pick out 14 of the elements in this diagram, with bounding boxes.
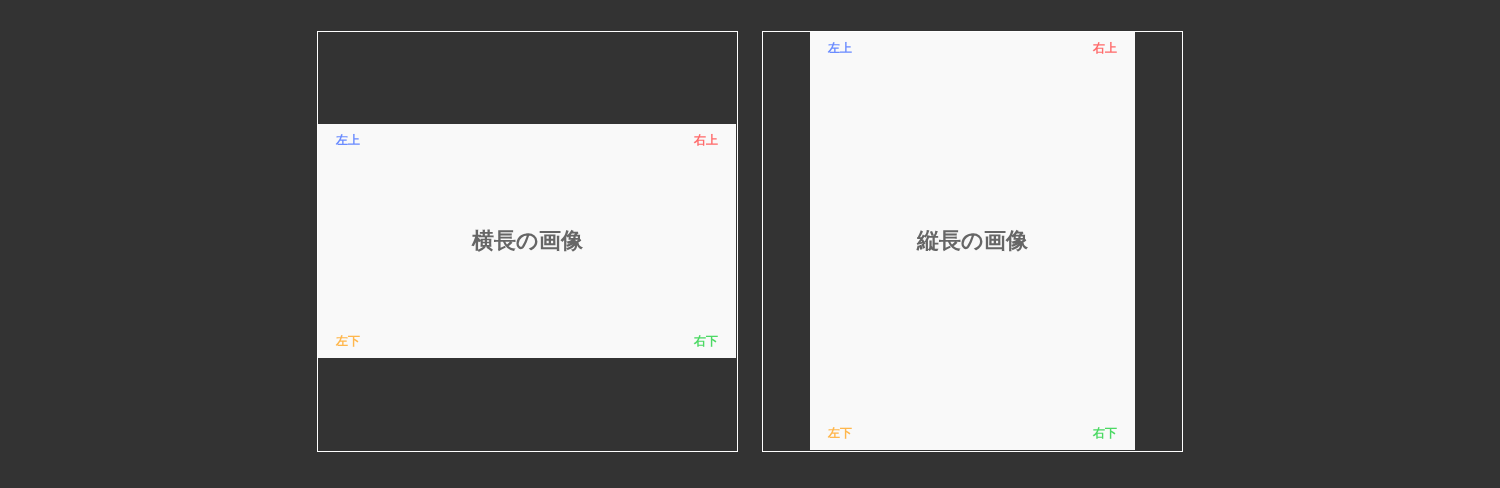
portrait-image — [810, 32, 1135, 450]
corner-label: 左上 — [336, 132, 360, 149]
corner-label: 右下 — [694, 333, 718, 350]
corner-label: 右下 — [1093, 425, 1117, 442]
image-frame — [317, 31, 738, 452]
image-title: 横長の画像 — [471, 227, 583, 255]
corner-label: 右上 — [694, 132, 718, 149]
corner-label: 左下 — [336, 333, 360, 350]
corner-label: 左下 — [828, 425, 852, 442]
image-title: 縦長の画像 — [917, 227, 1028, 255]
corner-label: 左上 — [828, 40, 852, 57]
corner-label: 右上 — [1093, 40, 1117, 57]
landscape-image — [318, 124, 736, 358]
image-frame — [762, 31, 1183, 452]
